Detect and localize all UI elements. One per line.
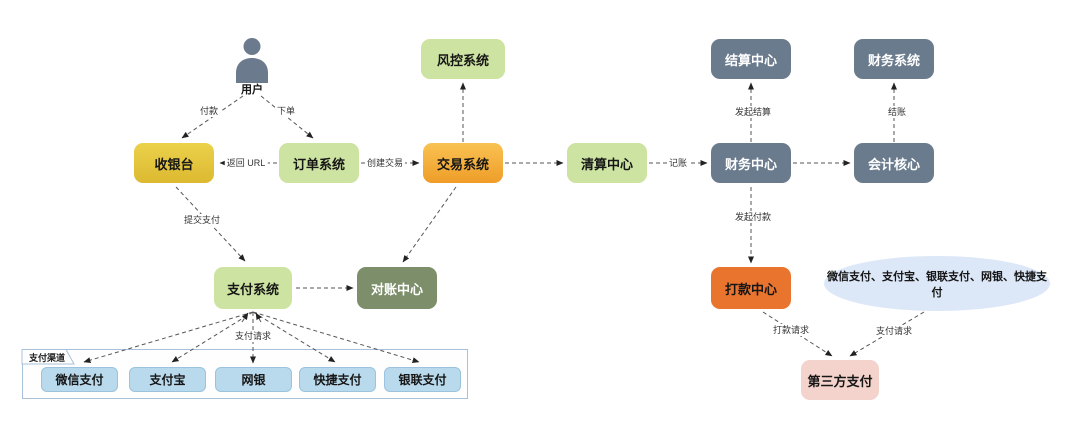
node-finance-center[interactable]: 财务中心 — [711, 143, 791, 183]
node-channel-quickpay[interactable]: 快捷支付 — [299, 367, 376, 392]
node-payout-center-label: 打款中心 — [724, 281, 777, 297]
edge-label-place-order: 下单 — [274, 105, 298, 117]
payment-channels-group-tab — [21, 349, 75, 365]
edge-trade-to-recon — [402, 186, 457, 263]
edge-payment-to-quickpay — [252, 311, 336, 363]
edge-label-bookkeep: 记账 — [666, 157, 690, 169]
edge-channels-return-arrow-2 — [255, 312, 262, 323]
node-channel-quickpay-label: 快捷支付 — [313, 373, 362, 387]
node-payment-system-label: 支付系统 — [226, 281, 279, 297]
edge-user-to-cashier — [181, 95, 244, 139]
node-settlement-center-label: 结算中心 — [724, 52, 777, 68]
node-third-party-payment[interactable]: 第三方支付 — [801, 360, 879, 400]
node-finance-center-label: 财务中心 — [724, 156, 777, 172]
node-channel-netbank[interactable]: 网银 — [215, 367, 292, 392]
node-third-party-payment-label: 第三方支付 — [807, 373, 873, 389]
node-risk-system[interactable]: 风控系统 — [421, 39, 505, 79]
node-trade-system-label: 交易系统 — [436, 156, 489, 172]
edge-label-payout-request: 打款请求 — [770, 324, 812, 336]
node-reconciliation-center[interactable]: 对账中心 — [357, 267, 437, 309]
edge-payment-to-wechat — [83, 311, 254, 364]
node-channel-netbank-label: 网银 — [241, 373, 266, 387]
node-trade-system[interactable]: 交易系统 — [423, 143, 503, 183]
edge-label-settle-account: 结账 — [885, 106, 909, 118]
edge-label-initiate-settle: 发起结算 — [732, 106, 774, 118]
edge-label-pay: 付款 — [197, 105, 221, 117]
node-payout-center[interactable]: 打款中心 — [711, 267, 791, 309]
user-icon[interactable] — [233, 37, 271, 83]
edge-payment-to-alipay — [171, 311, 254, 363]
edge-label-submit-payment: 提交支付 — [181, 214, 223, 226]
edge-label-initiate-payout: 发起付款 — [732, 211, 774, 223]
node-finance-system-label: 财务系统 — [867, 52, 920, 68]
payment-channels-group-label: 支付渠道 — [29, 353, 66, 363]
node-risk-system-label: 风控系统 — [436, 52, 489, 68]
node-order-system-label: 订单系统 — [292, 156, 345, 172]
node-clearing-center-label: 清算中心 — [580, 156, 633, 172]
node-channel-wechat[interactable]: 微信支付 — [41, 367, 118, 392]
node-channel-unionpay-label: 银联支付 — [398, 373, 447, 387]
node-clearing-center[interactable]: 清算中心 — [567, 143, 647, 183]
node-channel-unionpay[interactable]: 银联支付 — [384, 367, 461, 392]
node-channel-alipay-label: 支付宝 — [149, 373, 186, 387]
user-label: 用户 — [241, 84, 263, 96]
node-cashier-label: 收银台 — [154, 156, 194, 172]
node-settlement-center[interactable]: 结算中心 — [711, 39, 791, 79]
edge-label-payment-request-channels: 支付请求 — [232, 330, 274, 342]
edge-label-create-trade: 创建交易 — [364, 157, 406, 169]
node-accounting-core[interactable]: 会计核心 — [854, 143, 934, 183]
channels-note-ellipse[interactable]: 微信支付、支付宝、银联支付、网银、快捷支付 — [824, 256, 1050, 311]
node-order-system[interactable]: 订单系统 — [279, 143, 359, 183]
node-finance-system[interactable]: 财务系统 — [854, 39, 934, 79]
edge-user-to-order — [260, 95, 314, 139]
edge-payment-to-unionpay — [252, 311, 420, 363]
node-channel-wechat-label: 微信支付 — [55, 373, 104, 387]
node-accounting-core-label: 会计核心 — [867, 156, 920, 172]
node-cashier[interactable]: 收银台 — [134, 143, 214, 183]
node-reconciliation-center-label: 对账中心 — [370, 281, 423, 297]
edge-label-return-url: 返回 URL — [224, 157, 268, 169]
channels-note-label: 微信支付、支付宝、银联支付、网银、快捷支付 — [827, 270, 1047, 299]
node-channel-alipay[interactable]: 支付宝 — [129, 367, 206, 392]
node-payment-system[interactable]: 支付系统 — [214, 267, 292, 309]
edge-label-payment-request-third-party: 支付请求 — [873, 325, 915, 337]
edge-channels-return-arrow-1 — [241, 312, 249, 323]
